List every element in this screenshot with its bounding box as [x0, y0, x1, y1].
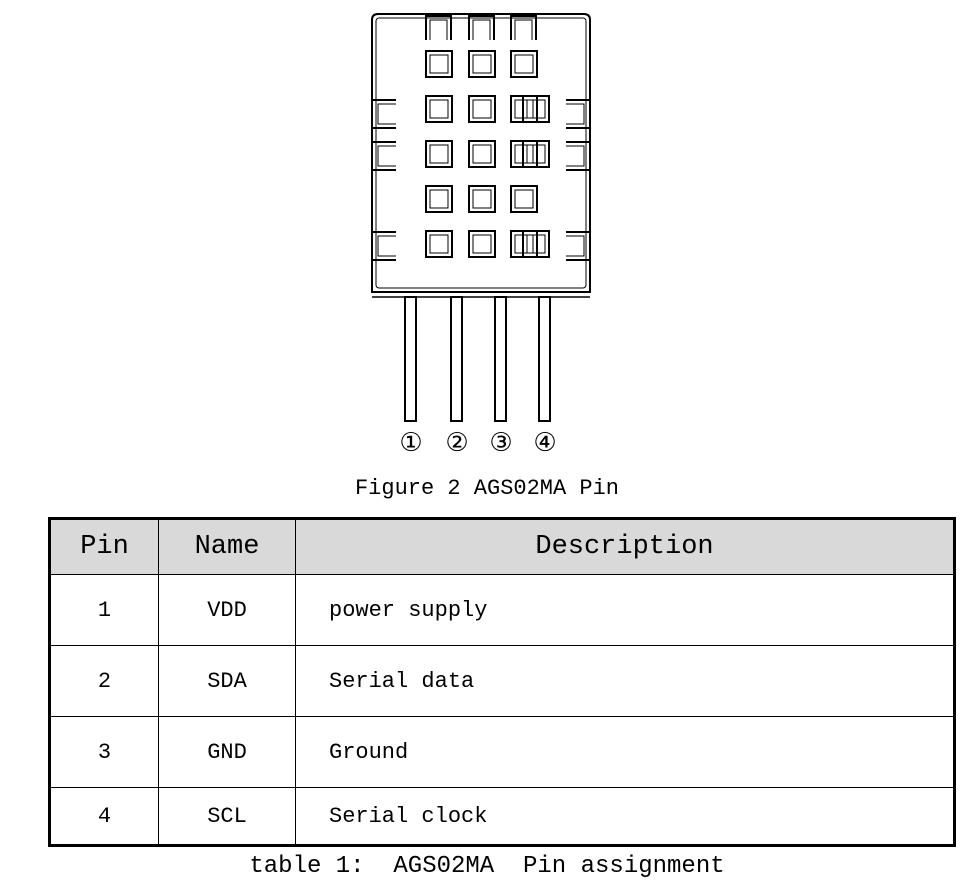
cell-pin: 2 [49, 645, 159, 717]
vent-square [468, 95, 496, 123]
vent-square [522, 140, 550, 168]
cell-pin: 1 [49, 574, 159, 646]
cell-name: SDA [158, 645, 296, 717]
vent-square [425, 140, 453, 168]
header-pin: Pin [49, 518, 159, 575]
table-row: 2 SDA Serial data [49, 645, 955, 717]
header-description: Description [295, 518, 955, 575]
vent-square-inner [526, 234, 546, 254]
vent-square-inner [472, 144, 492, 164]
cell-name: GND [158, 716, 296, 788]
vent-square-inner [526, 144, 546, 164]
vent-square [510, 50, 538, 78]
vent-square-inner [429, 54, 449, 74]
cell-description: Serial clock [295, 787, 955, 846]
pin-lead-3 [494, 296, 507, 422]
table-caption: table 1: AGS02MA Pin assignment [249, 853, 725, 880]
sensor-pin-diagram: ① ② ③ ④ [371, 13, 591, 458]
pin-number-label: ② [445, 428, 468, 458]
vent-square-inner [429, 234, 449, 254]
header-name: Name [158, 518, 296, 575]
pin-lead-2 [450, 296, 463, 422]
vent-square [425, 230, 453, 258]
vent-square-inner [526, 99, 546, 119]
sensor-body-inner [375, 17, 587, 289]
vent-square-inner [514, 189, 534, 209]
vent-square-inner [429, 99, 449, 119]
cell-description: power supply [295, 574, 955, 646]
vent-square-inner [472, 54, 492, 74]
pin-number-label: ① [399, 428, 422, 458]
vent-square-inner [429, 144, 449, 164]
cell-description: Serial data [295, 645, 955, 717]
vent-square [522, 95, 550, 123]
cell-name: SCL [158, 787, 296, 846]
table-row: 3 GND Ground [49, 716, 955, 788]
vent-square [425, 95, 453, 123]
vent-square-inner [472, 189, 492, 209]
cell-pin: 3 [49, 716, 159, 788]
cell-name: VDD [158, 574, 296, 646]
vent-square-inner [514, 54, 534, 74]
table-row: 1 VDD power supply [49, 574, 955, 646]
pin-number-label: ④ [533, 428, 556, 458]
sensor-pins [404, 296, 551, 422]
pin-lead-4 [538, 296, 551, 422]
top-tabs [425, 15, 537, 40]
vent-square [468, 50, 496, 78]
vent-square [510, 185, 538, 213]
cell-pin: 4 [49, 787, 159, 846]
pin-number-label: ③ [489, 428, 512, 458]
pin-lead-1 [404, 296, 417, 422]
figure-caption: Figure 2 AGS02MA Pin [354, 476, 620, 501]
vent-square [425, 50, 453, 78]
vent-square [468, 185, 496, 213]
vent-square [522, 230, 550, 258]
cell-description: Ground [295, 716, 955, 788]
vent-square-inner [472, 234, 492, 254]
vent-square-inner [429, 189, 449, 209]
vent-square [468, 230, 496, 258]
right-side-tabs [566, 99, 591, 261]
table-header-row: Pin Name Description [49, 518, 955, 575]
vent-square [425, 185, 453, 213]
left-side-tabs [371, 99, 396, 261]
sensor-body-outline [371, 13, 591, 293]
vent-grid [425, 50, 550, 258]
vent-square-inner [472, 99, 492, 119]
table-row: 4 SCL Serial clock [49, 787, 955, 846]
pin-assignment-table: Pin Name Description 1 VDD power supply … [48, 517, 956, 847]
vent-square [468, 140, 496, 168]
